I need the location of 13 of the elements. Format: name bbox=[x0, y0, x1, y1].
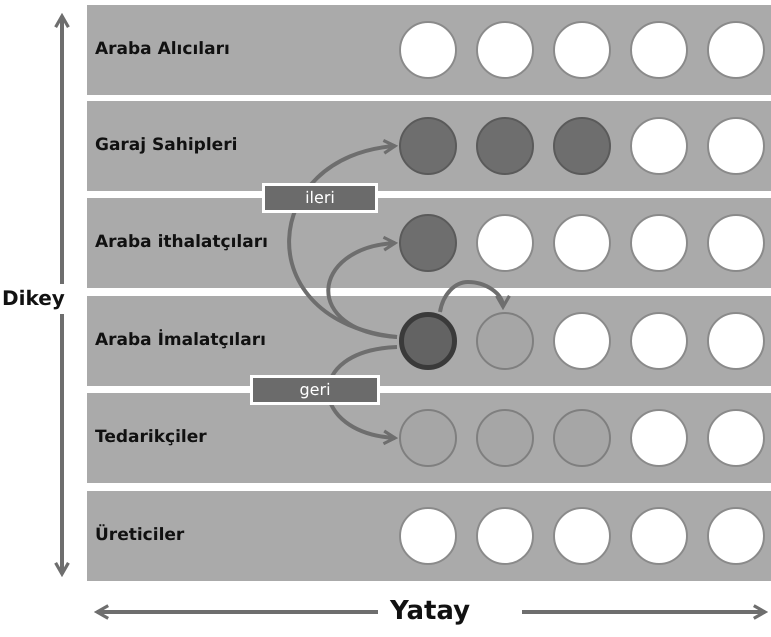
row-band bbox=[87, 5, 771, 95]
edge-label: geri bbox=[250, 375, 380, 405]
row-label: Araba İmalatçıları bbox=[95, 330, 266, 350]
row-label: Garaj Sahipleri bbox=[95, 135, 238, 155]
edge-label: ileri bbox=[262, 183, 378, 213]
row-band bbox=[87, 101, 771, 191]
row-label: Üreticiler bbox=[95, 525, 184, 545]
arrow bbox=[438, 280, 510, 312]
row-band bbox=[87, 491, 771, 581]
row-label: Tedarikçiler bbox=[95, 427, 207, 447]
row-label: Araba ithalatçıları bbox=[95, 232, 268, 252]
row-label: Araba Alıcıları bbox=[95, 39, 230, 59]
arrow bbox=[326, 236, 398, 339]
